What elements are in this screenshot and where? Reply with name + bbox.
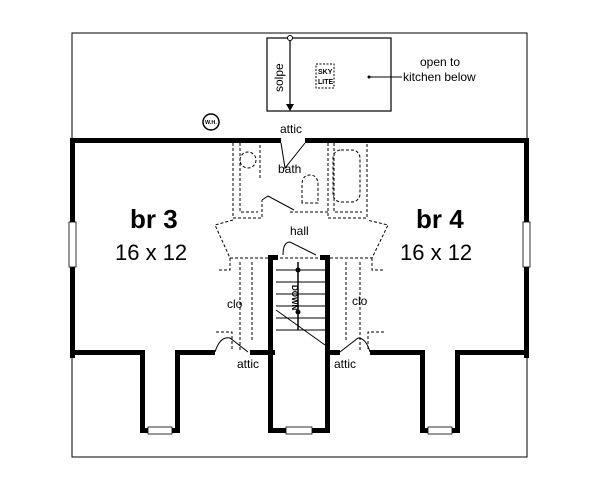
open-to-label: open to <box>420 55 460 69</box>
down-label: DOWN <box>290 285 299 311</box>
door-stair <box>282 241 317 256</box>
skylight-label-1: SKY <box>318 69 333 76</box>
window-left <box>68 221 77 268</box>
attic-left-label: attic <box>237 357 259 371</box>
open-to-below-area <box>266 37 392 112</box>
attic-right-label: attic <box>334 357 356 371</box>
slope-label: solpe <box>272 63 286 92</box>
slope-arrowhead <box>286 104 294 111</box>
door-attic-right <box>339 337 371 353</box>
slope-origin <box>287 35 293 41</box>
dashed-partitions <box>214 143 389 350</box>
kitchen-below-label: kitchen below <box>403 70 476 84</box>
br4-size: 16 x 12 <box>400 240 472 265</box>
br3-name: br 3 <box>130 204 178 234</box>
door-attic-left <box>214 337 249 353</box>
window-dormer-left <box>147 426 173 435</box>
doors <box>214 142 371 353</box>
window-dormer-right <box>427 426 453 435</box>
water-heater-icon <box>202 113 220 131</box>
door-attic-top <box>280 142 306 170</box>
br3-size: 16 x 12 <box>115 240 187 265</box>
br4-name: br 4 <box>416 204 464 234</box>
closet-right-label: clo <box>352 294 368 308</box>
skylight-label-2: LITE <box>318 79 333 86</box>
bath-label: bath <box>278 162 301 176</box>
window-right <box>522 221 531 268</box>
door-bath <box>261 195 295 211</box>
staircase <box>275 262 326 346</box>
hall-label: hall <box>290 224 309 238</box>
attic-top-label: attic <box>280 122 302 136</box>
callout-dot <box>367 75 371 79</box>
water-heater-label: W.H. <box>205 120 217 126</box>
closet-left-label: clo <box>227 297 243 311</box>
window-dormer-middle <box>285 426 313 435</box>
windows <box>68 221 531 435</box>
skylight <box>315 63 335 89</box>
